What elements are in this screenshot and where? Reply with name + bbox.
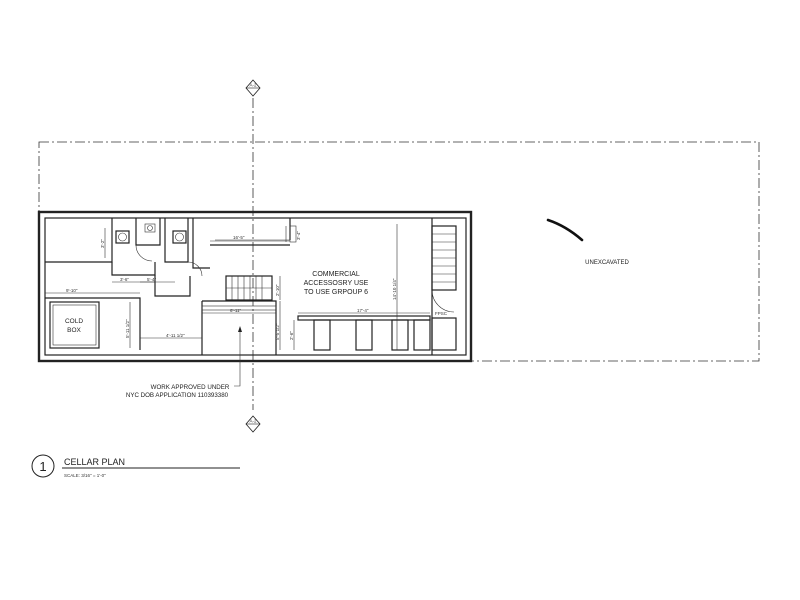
section-marker-bottom[interactable]: A-2 xyxy=(245,415,261,433)
door-swings xyxy=(135,244,455,313)
dim-label: 3'-2" xyxy=(100,239,105,248)
interior-stair xyxy=(225,275,273,301)
dim-label: 3'-6" xyxy=(120,277,129,282)
room-label-cold-box-2: BOX xyxy=(67,327,81,334)
room-label-cold-box-1: COLD xyxy=(65,318,83,325)
drawing-number: 1 xyxy=(39,459,46,474)
dim-label: 9'-10" xyxy=(66,288,78,293)
approval-note-line1: WORK APPROVED UNDER xyxy=(151,384,230,391)
room-label-unexcavated: UNEXCAVATED xyxy=(585,260,629,266)
dim-label: 2'-10" xyxy=(275,284,280,296)
unexcavated-hatch-mark xyxy=(546,218,584,242)
room-label-commercial-2: ACCESSOSRY USE xyxy=(304,280,369,287)
dim-label: 6'-11" xyxy=(230,308,242,313)
counter-piers xyxy=(297,315,431,351)
rear-stair xyxy=(431,225,457,291)
dim-label: 5'-4" xyxy=(147,277,156,282)
room-label-fpsc: FPSC xyxy=(435,311,448,316)
dim-label: 14'-10 1/4" xyxy=(392,278,397,300)
approval-note-line2: NYC DOB APPLICATION 110393380 xyxy=(126,392,229,399)
drawing-number-circle xyxy=(31,454,55,478)
dim-label: 5'-5 1/2" xyxy=(275,323,280,340)
sink-fixture xyxy=(144,223,156,233)
interior-partitions xyxy=(45,218,297,355)
dim-label: 4'-11 1/2" xyxy=(166,333,185,338)
drawing-title: CELLAR PLAN xyxy=(64,457,125,467)
building-inner-wall xyxy=(44,217,467,356)
section-marker-top[interactable]: A-2 xyxy=(245,79,261,97)
dim-label: 2'-6" xyxy=(289,331,294,340)
title-block: 1 CELLAR PLAN SCALE: 3/16" = 1'-0" xyxy=(31,454,240,478)
toilet-fixture-1 xyxy=(115,230,130,244)
section-marker-bottom-label: A-2 xyxy=(249,419,257,424)
toilet-fixture-2 xyxy=(172,230,187,244)
dim-label: 17'-4" xyxy=(357,308,369,313)
dim-label: 5'-11 1/2" xyxy=(125,319,130,338)
dim-label: 3'-4" xyxy=(296,231,301,240)
room-label-commercial-1: COMMERCIAL xyxy=(312,271,360,278)
lot-line xyxy=(38,141,760,362)
building-outer-wall xyxy=(37,210,473,363)
room-label-commercial-3: TO USE GRPOUP 6 xyxy=(304,289,368,296)
fpsc-room xyxy=(431,317,457,351)
note-leader xyxy=(234,326,242,387)
dimension-labels: 9'-10" 3'-6" 5'-4" 6'-11" 4'-11 1/2" 17'… xyxy=(66,231,397,340)
dim-label: 16'-5" xyxy=(233,235,245,240)
dimension-lines xyxy=(45,224,430,350)
section-marker-top-label: A-2 xyxy=(249,83,257,88)
drawing-scale: SCALE: 3/16" = 1'-0" xyxy=(64,473,106,478)
